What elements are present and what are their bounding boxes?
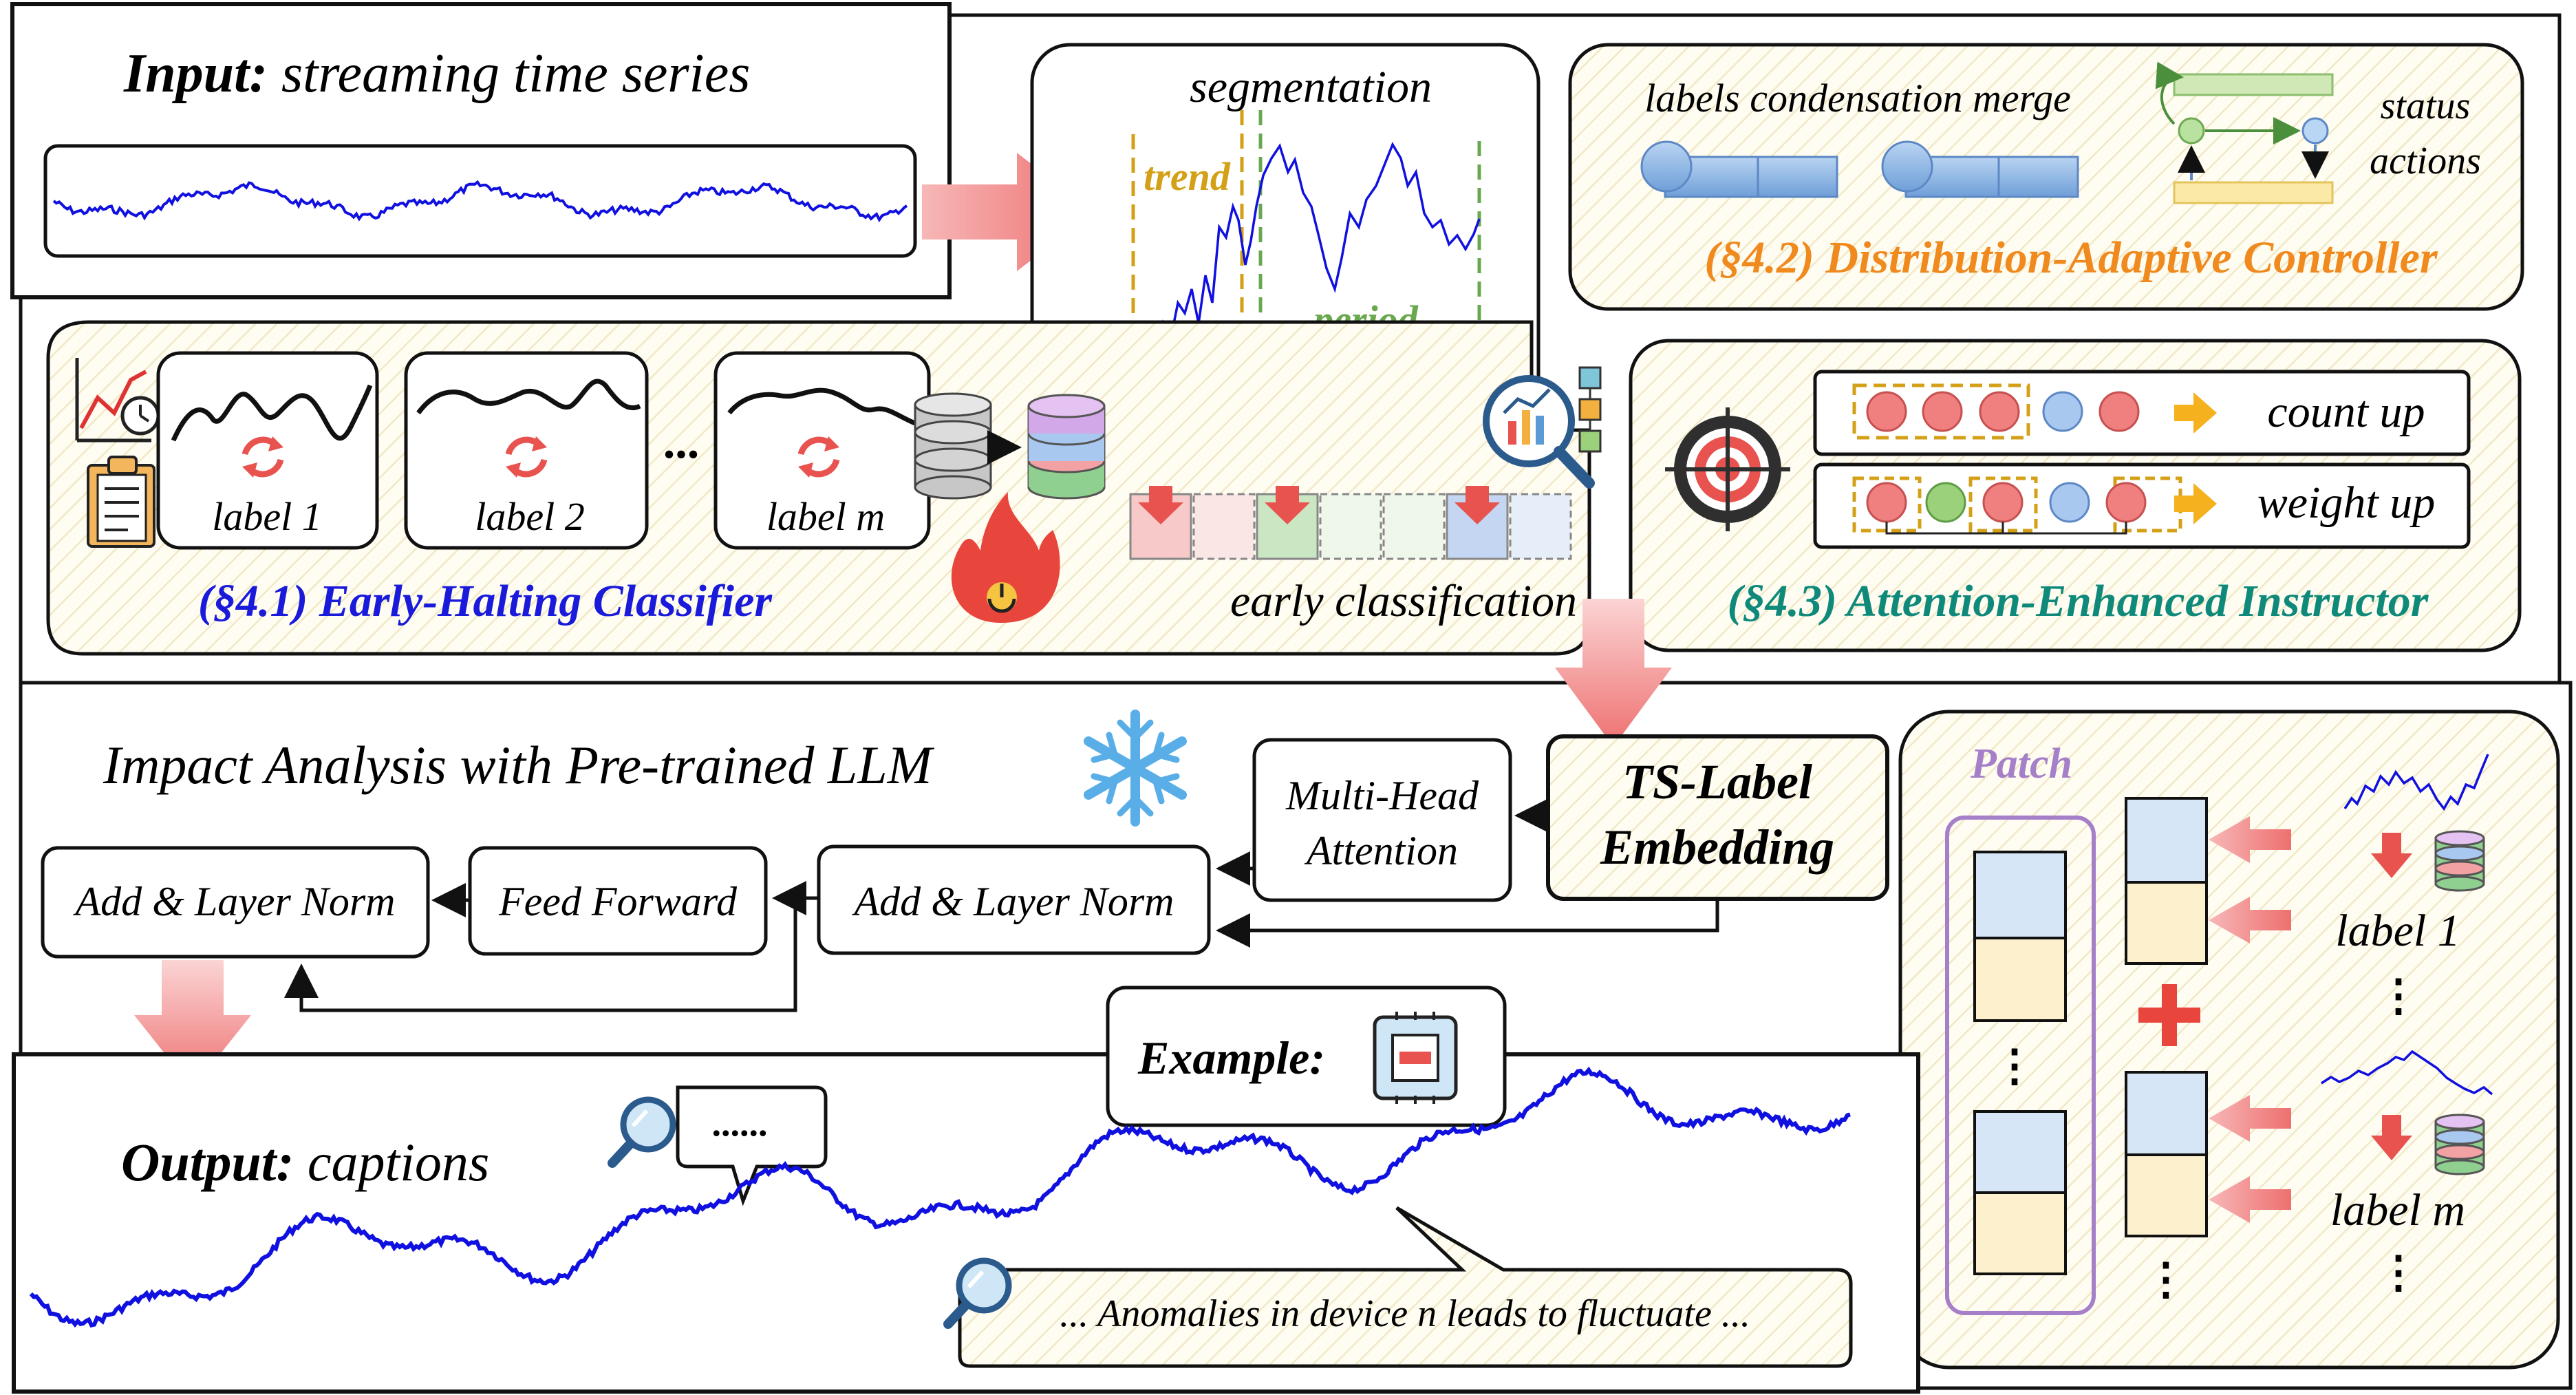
database-color-icon	[2434, 1114, 2485, 1175]
add-norm-left-text: Add & Layer Norm	[73, 879, 396, 924]
database-color-icon	[1027, 394, 1106, 500]
database-grey-icon	[914, 392, 992, 500]
weight-up-label: weight up	[2257, 478, 2436, 528]
controller-title: (§4.2) Distribution-Adaptive Controller	[1704, 233, 2438, 283]
classifier-title: (§4.1) Early-Halting Classifier	[198, 576, 773, 626]
segmentation-series-line	[1134, 142, 1481, 398]
fire-icon	[951, 492, 1060, 623]
refresh-icon	[505, 436, 548, 478]
controller-merge-label: labels condensation merge	[1644, 76, 2071, 120]
svg-text:⋮: ⋮	[2376, 1248, 2421, 1297]
segmentation-title: segmentation	[1190, 62, 1432, 112]
condensed-labels-icon-2	[1881, 140, 2079, 198]
status-label: status	[2381, 85, 2471, 127]
output-series-line	[29, 1066, 1851, 1328]
input-series-line	[52, 180, 908, 223]
controller-panel: labels condensation merge status actions…	[1568, 43, 2524, 311]
clipboard-icon	[87, 456, 155, 548]
svg-text:⋮: ⋮	[2376, 971, 2421, 1020]
caption-bubble-text: ... Anomalies in device n leads to fluct…	[1060, 1292, 1750, 1335]
output-title: Output: captions	[121, 1132, 489, 1192]
feed-forward-text: Feed Forward	[498, 879, 738, 924]
embedding-line-1: TS-Label	[1622, 754, 1812, 809]
embedding-line-2: Embedding	[1600, 820, 1834, 875]
target-icon	[1665, 407, 1790, 531]
caption-bubble: ... Anomalies in device n leads to fluct…	[958, 1206, 1853, 1368]
chart-clock-icon	[75, 358, 160, 443]
patch-series-m	[2321, 1050, 2493, 1096]
speech-bubble-small-text: ......	[712, 1103, 768, 1144]
llm-section: Impact Analysis with Pre-trained LLM Mul…	[41, 710, 1889, 1012]
label-cards-ellipsis: ...	[663, 416, 700, 469]
speech-bubble-small: ......	[676, 1085, 828, 1206]
magnifier-chart-icon	[1483, 366, 1602, 489]
llm-title: Impact Analysis with Pre-trained LLM	[103, 735, 935, 795]
example-tag: Example:	[1106, 986, 1507, 1127]
patch-label-m: label m	[2330, 1185, 2465, 1235]
magnifier-icon	[943, 1257, 1012, 1329]
patch-series-1	[2343, 754, 2489, 811]
add-norm-right-text: Add & Layer Norm	[852, 879, 1174, 924]
classifier-panel: label 1 label 2 ... label	[46, 320, 1602, 656]
database-color-icon	[2434, 830, 2485, 892]
iot-chip-icon	[1373, 1012, 1458, 1104]
example-label: Example:	[1137, 1032, 1325, 1084]
label-card-m-text: label m	[766, 494, 885, 539]
multi-head-attention-box	[1252, 738, 1512, 902]
svg-text:⋮: ⋮	[1993, 1041, 2037, 1090]
refresh-icon	[797, 436, 840, 478]
magnifier-icon	[608, 1096, 676, 1168]
arrow-to-output	[134, 960, 251, 1089]
patch-label-1: label 1	[2335, 906, 2460, 956]
refresh-icon	[242, 436, 284, 478]
patch-panel: Patch ⋮ ⋮ label 1 ⋮	[1898, 710, 2560, 1370]
instructor-title: (§4.3) Attention-Enhanced Instructor	[1728, 576, 2429, 626]
plus-icon	[2138, 984, 2200, 1046]
patch-title: Patch	[1970, 741, 2072, 787]
instructor-panel: count up weight up (§4.3) Attention-Enha…	[1629, 339, 2522, 652]
early-classification-strip	[1129, 486, 1572, 560]
mha-line-1: Multi-Head	[1285, 773, 1479, 818]
actions-label: actions	[2370, 140, 2481, 182]
add-norm-left-box	[41, 846, 430, 959]
count-up-label: count up	[2267, 387, 2425, 437]
status-action-icon	[2155, 61, 2334, 204]
label-card-2: label 2	[404, 351, 649, 550]
condensed-labels-icon-1	[1640, 140, 1838, 198]
svg-text:⋮: ⋮	[2144, 1255, 2188, 1303]
input-title: Input: streaming time series	[123, 43, 750, 104]
early-classification-label: early classification	[1230, 576, 1577, 626]
arrow-to-embedding	[1555, 599, 1672, 747]
label-card-m: label m	[713, 351, 931, 550]
snowflake-icon	[1084, 710, 1187, 827]
output-panel: Output: captions Example: ......	[12, 986, 1920, 1394]
trend-label: trend	[1144, 154, 1231, 199]
label-card-2-text: label 2	[475, 494, 584, 539]
mha-line-2: Attention	[1304, 828, 1458, 873]
label-card-1: label 1	[156, 351, 379, 550]
input-panel: Input: streaming time series	[10, 2, 952, 299]
label-card-1-text: label 1	[212, 494, 321, 539]
